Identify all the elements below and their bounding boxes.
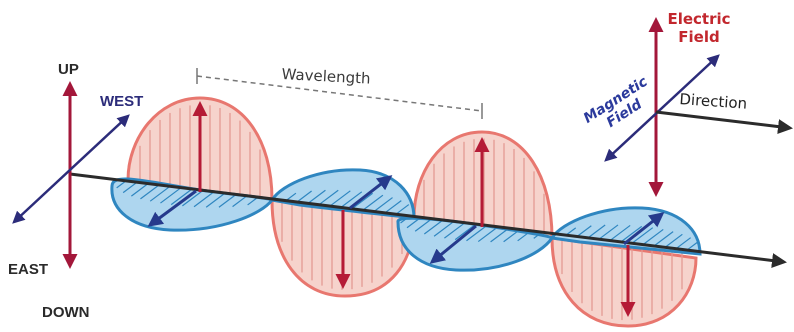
- magnetic-field-line: [218, 193, 237, 208]
- magnetic-field-line: [193, 191, 215, 208]
- magnetic-field-line: [675, 237, 692, 250]
- magnetic-field-line: [433, 220, 455, 237]
- label-east: EAST: [8, 261, 49, 278]
- magnetic-peak-arrow-3: [429, 224, 477, 264]
- magnetic-field-line: [205, 192, 226, 208]
- inset-magnetic-axis: [604, 54, 720, 162]
- magnetic-peak-arrow-1: [147, 189, 197, 227]
- electric-lobe-4: [550, 236, 698, 328]
- label-wavelength: Wavelength: [281, 65, 371, 88]
- reference-axes: [12, 81, 130, 269]
- magnetic-field-line: [182, 189, 204, 207]
- label-up: UP: [58, 61, 79, 78]
- magnetic-field-line: [329, 190, 351, 207]
- electric-field-lines: [139, 104, 683, 321]
- magnetic-field-line: [395, 204, 410, 215]
- magnetic-field-line: [503, 228, 521, 243]
- magnetic-field-line: [642, 228, 664, 246]
- magnetic-field-line: [653, 231, 674, 247]
- label-west: WEST: [100, 93, 144, 110]
- label-electric-field: Electric Field: [662, 12, 736, 45]
- magnetic-peak-arrow-2: [349, 175, 393, 210]
- magnetic-field-line: [351, 192, 374, 210]
- magnetic-field-line: [609, 224, 631, 242]
- magnetic-field-line: [414, 218, 433, 232]
- magnetic-field-line: [296, 190, 312, 203]
- magnetic-field-line: [140, 184, 160, 200]
- label-electric-line1: Electric: [667, 10, 731, 28]
- magnetic-field-wave: [110, 168, 702, 272]
- magnetic-peak-arrow-4: [623, 212, 665, 246]
- propagation-axis: [69, 172, 787, 268]
- magnetic-field-line: [631, 227, 654, 244]
- magnetic-field-line: [490, 227, 510, 243]
- magnetic-field-line: [232, 195, 248, 208]
- label-down: DOWN: [42, 304, 90, 321]
- magnetic-field-line: [466, 224, 488, 242]
- magnetic-peak-arrows: [147, 175, 665, 264]
- label-electric-line2: Field: [678, 28, 720, 46]
- magnetic-field-line: [170, 188, 193, 206]
- magnetic-field-line: [423, 219, 444, 235]
- magnetic-field-line: [406, 216, 422, 229]
- magnetic-field-line: [362, 194, 384, 211]
- magnetic-field-line: [384, 200, 402, 214]
- magnetic-field-line: [620, 225, 643, 243]
- magnetic-field-line: [477, 226, 499, 243]
- west-east-axis: [12, 114, 130, 224]
- electric-peak-arrows: [192, 101, 636, 317]
- magnetic-field-line: [444, 222, 466, 239]
- magnetic-field-line: [517, 230, 532, 242]
- magnetic-field-line: [587, 224, 606, 239]
- magnetic-field-line: [454, 223, 477, 241]
- wavelength-dash-line: [196, 75, 483, 112]
- magnetic-field-line: [318, 189, 339, 206]
- magnetic-field-line: [373, 197, 393, 212]
- wavelength-marker: [196, 68, 483, 119]
- magnetic-field-line: [340, 191, 363, 208]
- field-direction-inset: [604, 17, 793, 197]
- label-direction: Direction: [678, 90, 748, 113]
- inset-direction-axis: [655, 110, 793, 135]
- magnetic-field-line: [307, 189, 326, 204]
- magnetic-field-line: [160, 187, 182, 204]
- magnetic-field-line: [149, 185, 171, 202]
- magnetic-field-line: [664, 233, 683, 248]
- magnetic-field-line: [598, 224, 619, 240]
- magnetic-field-line: [576, 225, 592, 237]
- magnetic-field-line: [131, 183, 149, 197]
